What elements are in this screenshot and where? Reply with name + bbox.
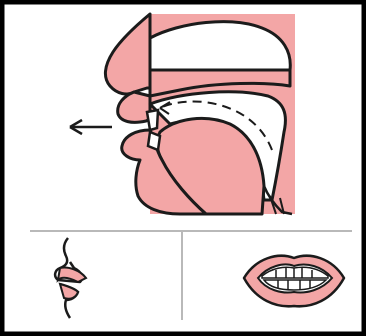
upper-lip	[118, 92, 150, 122]
lower-teeth	[148, 132, 160, 150]
lip-profile-icon	[55, 238, 86, 318]
head-section-icon	[105, 14, 295, 214]
open-mouth-icon	[244, 256, 344, 307]
nose-shape	[105, 14, 150, 94]
profile-lower-lip	[60, 284, 78, 299]
upper-teeth	[147, 110, 158, 130]
